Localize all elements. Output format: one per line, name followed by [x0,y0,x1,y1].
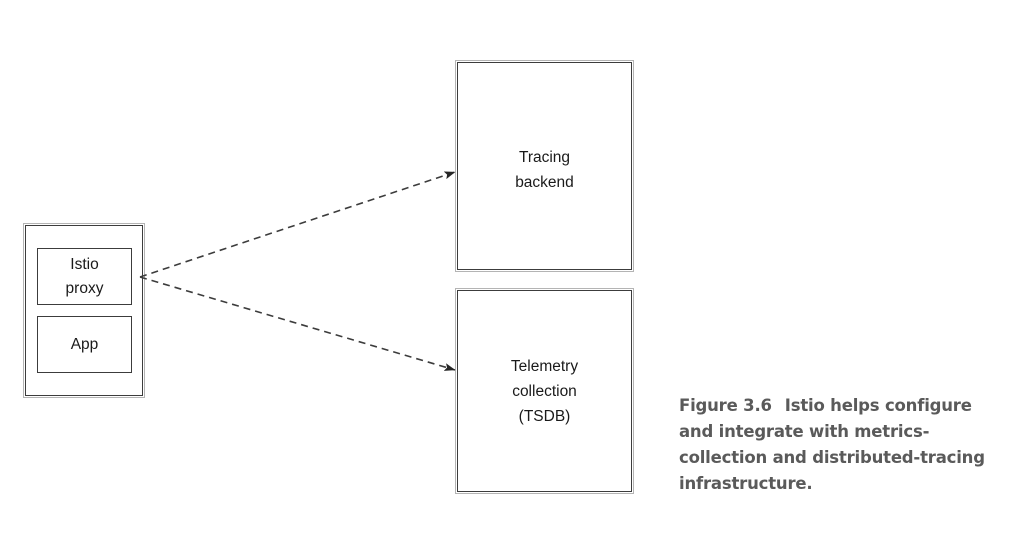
figure-caption-text: Istio helps configure and integrate with… [679,396,985,493]
edge-proxy-to-tracing-backend [139,171,456,278]
telemetry-collection-label: Telemetry collection (TSDB) [510,358,579,425]
istio-proxy-label: Istio proxy [65,255,104,297]
istio-proxy-box: Istio proxy [37,248,132,305]
tracing-backend-label: Tracing backend [515,149,574,191]
app-label: App [70,335,99,353]
figure-number: Figure 3.6 [679,396,772,415]
app-box: App [37,316,132,373]
edge-proxy-to-telemetry-collection [139,276,456,371]
telemetry-collection-box: Telemetry collection (TSDB) [455,288,634,494]
